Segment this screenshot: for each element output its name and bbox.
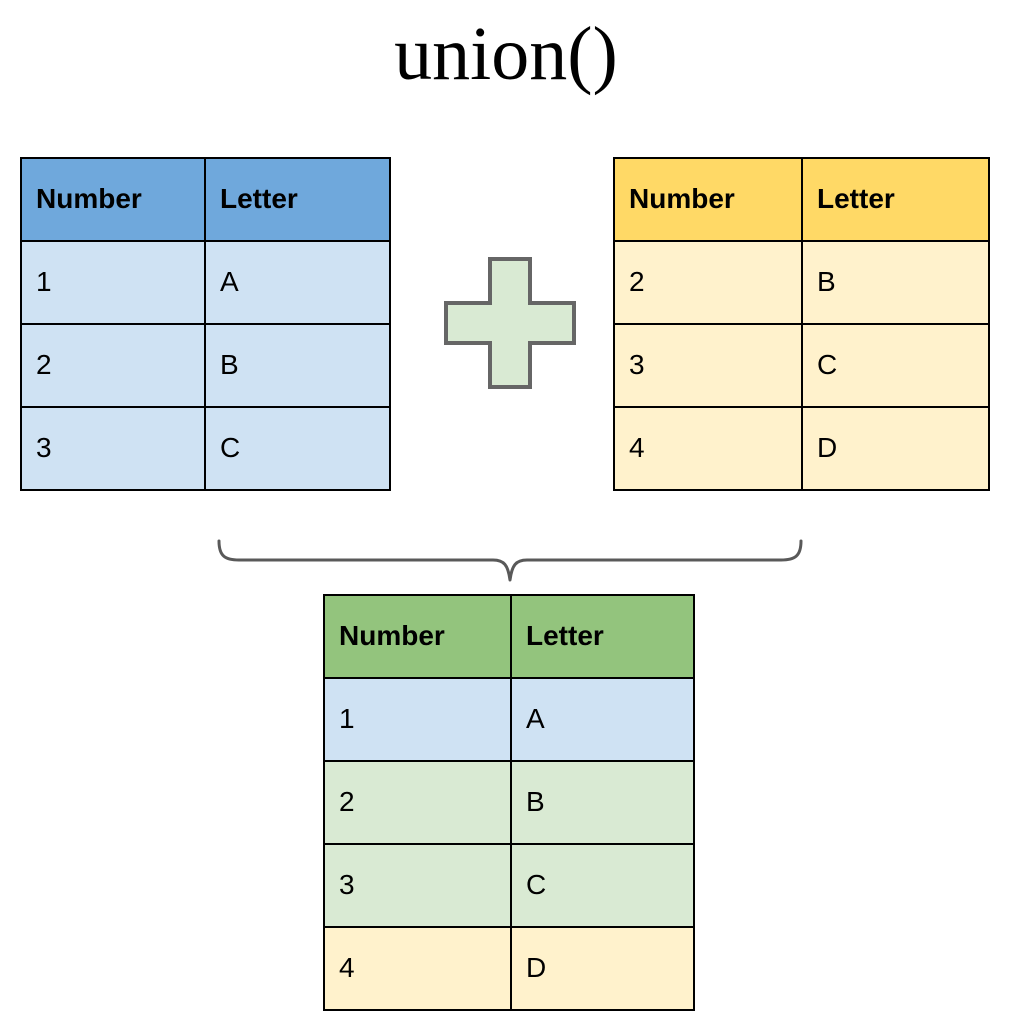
column-header-number: Number [20, 157, 206, 242]
column-header-letter: Letter [801, 157, 990, 242]
cell-letter: D [801, 406, 990, 491]
cell-number: 4 [323, 926, 512, 1011]
table-header-row: Number Letter [20, 157, 391, 242]
cell-letter: B [204, 323, 391, 408]
cell-number: 2 [323, 760, 512, 845]
cell-letter: C [204, 406, 391, 491]
cell-number: 1 [20, 240, 206, 325]
table-row: 2 B [20, 323, 391, 408]
cell-letter: C [801, 323, 990, 408]
cell-number: 3 [323, 843, 512, 928]
table-row: 1 A [20, 240, 391, 325]
right-input-table: Number Letter 2 B 3 C 4 D [613, 157, 990, 491]
cell-number: 4 [613, 406, 803, 491]
table-row: 1 A [323, 677, 695, 762]
column-header-letter: Letter [510, 594, 695, 679]
cell-letter: D [510, 926, 695, 1011]
column-header-number: Number [323, 594, 512, 679]
table-row: 3 C [323, 843, 695, 928]
result-table: Number Letter 1 A 2 B 3 C 4 D [323, 594, 695, 1011]
table-row: 2 B [613, 240, 990, 325]
page-title: union() [394, 12, 618, 96]
left-input-table: Number Letter 1 A 2 B 3 C [20, 157, 391, 491]
cell-number: 3 [613, 323, 803, 408]
table-row: 4 D [323, 926, 695, 1011]
cell-number: 2 [613, 240, 803, 325]
column-header-letter: Letter [204, 157, 391, 242]
cell-number: 1 [323, 677, 512, 762]
table-header-row: Number Letter [613, 157, 990, 242]
cell-number: 3 [20, 406, 206, 491]
cell-letter: A [510, 677, 695, 762]
cell-letter: C [510, 843, 695, 928]
cell-letter: B [801, 240, 990, 325]
cell-letter: B [510, 760, 695, 845]
column-header-number: Number [613, 157, 803, 242]
cell-number: 2 [20, 323, 206, 408]
cell-letter: A [204, 240, 391, 325]
table-row: 4 D [613, 406, 990, 491]
table-row: 2 B [323, 760, 695, 845]
curly-brace-connector [205, 530, 815, 592]
table-row: 3 C [20, 406, 391, 491]
table-header-row: Number Letter [323, 594, 695, 679]
plus-icon [440, 255, 580, 391]
table-row: 3 C [613, 323, 990, 408]
